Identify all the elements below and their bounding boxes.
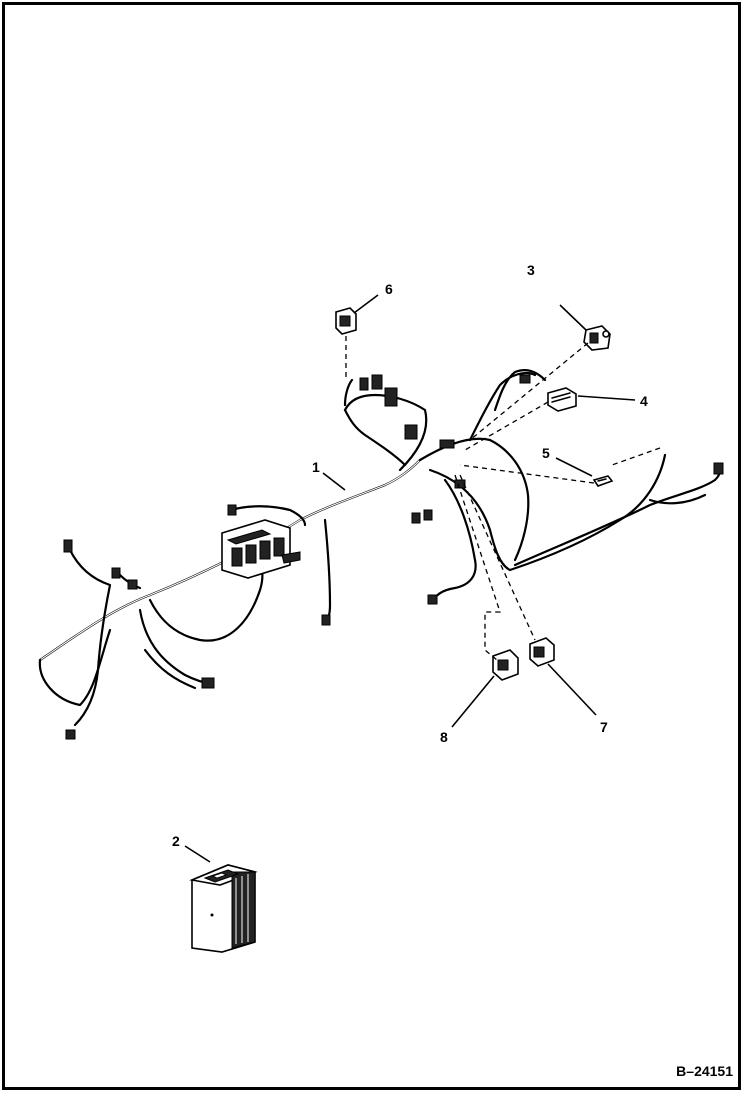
part-5-fuse — [592, 475, 614, 487]
assembly-dashed-lines — [345, 336, 661, 661]
callout-7: 7 — [600, 719, 608, 735]
callout-3: 3 — [527, 262, 535, 278]
harness-connectors — [63, 374, 724, 740]
fuse-relay-block — [221, 519, 301, 579]
drawing-number: B–24151 — [676, 1063, 733, 1079]
callouts: 1 2 3 4 5 6 7 8 — [172, 262, 648, 849]
part-6-switch — [335, 307, 357, 335]
wiring-harness — [38, 369, 722, 727]
leader-lines — [184, 294, 636, 863]
callout-1: 1 — [312, 459, 320, 475]
drawing-frame — [2, 2, 741, 1090]
callout-8: 8 — [440, 729, 448, 745]
callout-2: 2 — [172, 833, 180, 849]
callout-4: 4 — [640, 393, 648, 409]
part-4-relay — [547, 387, 577, 412]
callout-5: 5 — [542, 445, 550, 461]
part-8-relay — [492, 649, 519, 681]
part-3-connector — [583, 325, 611, 351]
part-7-relay — [529, 637, 555, 667]
part-2-control-module — [189, 864, 258, 953]
callout-6: 6 — [385, 281, 393, 297]
